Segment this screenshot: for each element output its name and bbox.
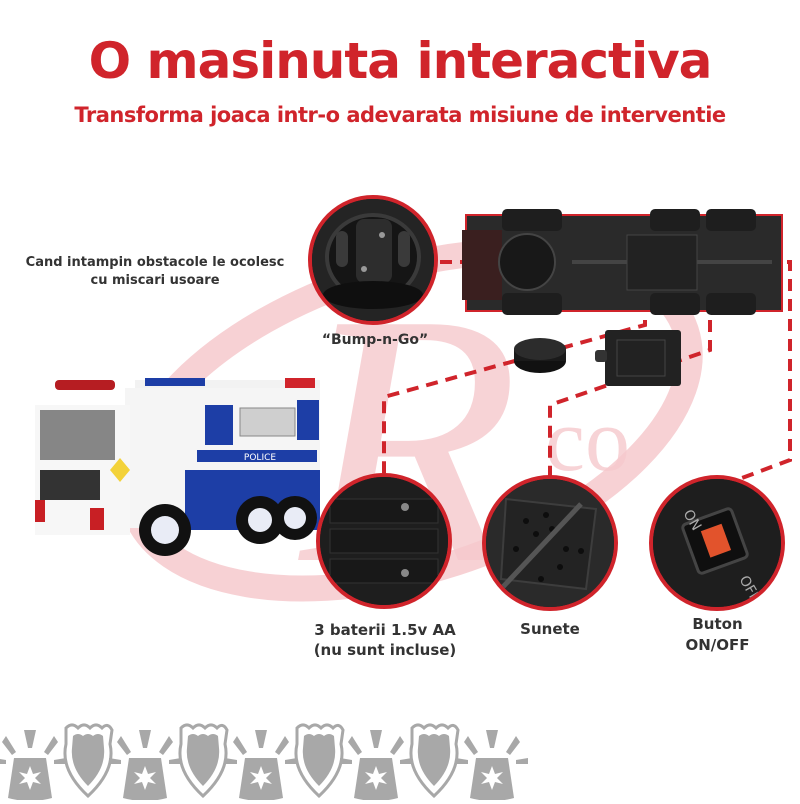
bump-cap-image — [514, 338, 566, 373]
truck-side-text: POLICE — [244, 453, 276, 463]
truck-underside-image — [462, 209, 783, 315]
speaker-image — [486, 479, 614, 607]
siren-icon — [0, 730, 66, 801]
bump-n-go-label: “Bump-n-Go” — [321, 332, 429, 348]
obstacle-description: Cand intampin obstacole le ocolesc cu mi… — [20, 254, 290, 290]
obstacle-text-line1: Cand intampin obstacole le ocolesc — [25, 255, 285, 270]
power-button-label-line1: Buton — [692, 615, 743, 633]
power-switch-closeup: ON OFF — [649, 475, 785, 611]
battery-label: 3 baterii 1.5v AA (nu sunt incluse) — [290, 620, 480, 660]
badge-icon — [178, 723, 229, 798]
decorative-icon-row — [0, 710, 800, 801]
police-truck-image: POLICE — [35, 378, 320, 556]
sound-label: Sunete — [520, 620, 580, 638]
battery-compartment-closeup — [316, 473, 452, 609]
page-subtitle: Transforma joaca intr-o adevarata misiun… — [74, 103, 726, 127]
speaker-closeup — [482, 475, 618, 611]
badge-icon — [294, 723, 345, 798]
siren-icon — [109, 730, 181, 801]
battery-cover-image — [595, 330, 681, 386]
badge-icon — [409, 723, 460, 798]
siren-icon — [456, 730, 528, 801]
siren-icon — [225, 730, 297, 801]
badge-icon — [63, 723, 114, 798]
watermark-suffix: co — [545, 391, 630, 490]
power-switch-image: ON OFF — [653, 479, 781, 607]
power-button-label: Buton ON/OFF — [650, 614, 785, 656]
battery-label-line2: (nu sunt incluse) — [313, 641, 457, 659]
page-title: O masinuta interactiva — [88, 32, 713, 90]
power-button-label-line2: ON/OFF — [685, 636, 750, 654]
battery-image — [320, 477, 448, 605]
siren-icon — [340, 730, 412, 801]
battery-label-line1: 3 baterii 1.5v AA — [314, 621, 456, 639]
bump-wheel-image — [312, 199, 434, 321]
obstacle-text-line2: cu miscari usoare — [90, 273, 220, 288]
bump-n-go-closeup — [308, 195, 438, 325]
